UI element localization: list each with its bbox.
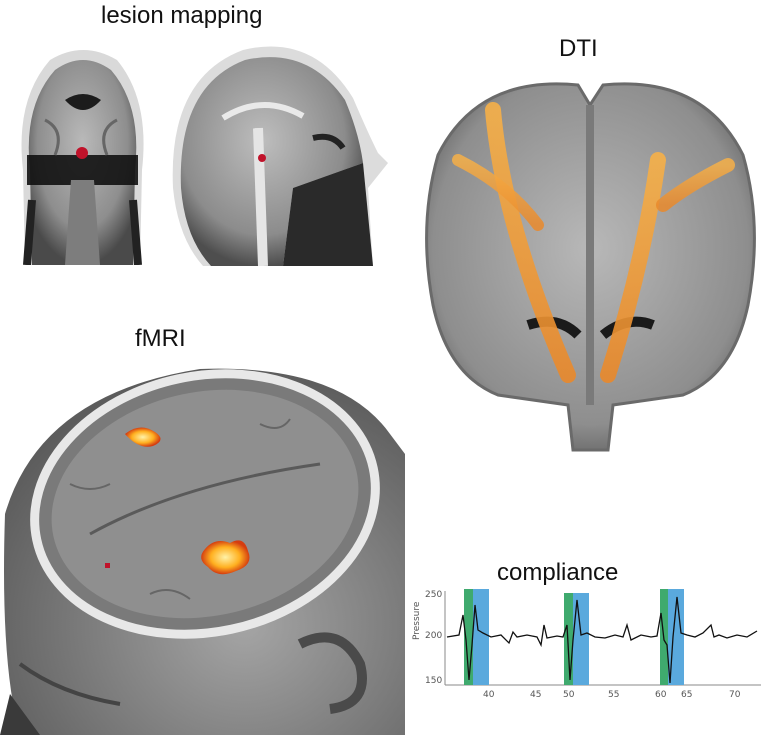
pressure-trace-line (446, 596, 758, 684)
x-tick-70: 70 (729, 690, 741, 700)
x-tick-65: 65 (681, 690, 692, 700)
compliance-chart: Pressure 250 200 150 40 45 50 55 60 65 7… (411, 585, 763, 707)
head-3d-render-icon (0, 368, 405, 735)
x-tick-60: 60 (655, 690, 667, 700)
lesion-coronal-image (5, 40, 160, 265)
brain-sagittal-slice-icon (163, 38, 393, 266)
compliance-title: compliance (497, 559, 619, 586)
x-tick-50: 50 (563, 690, 575, 700)
dti-title: DTI (559, 35, 598, 62)
brain-axial-dti-icon (425, 82, 756, 452)
y-tick-250: 250 (425, 590, 442, 600)
y-axis-label: Pressure (412, 601, 422, 640)
x-tick-55: 55 (608, 690, 619, 700)
y-tick-150: 150 (425, 676, 442, 686)
pressure-trace-icon: Pressure 250 200 150 40 45 50 55 60 65 7… (411, 585, 763, 707)
x-tick-40: 40 (483, 690, 495, 700)
fmri-image (0, 364, 405, 735)
dti-image (418, 75, 763, 455)
x-tick-45: 45 (530, 690, 541, 700)
brain-coronal-slice-icon (5, 40, 160, 265)
y-tick-200: 200 (425, 631, 442, 641)
shade-green-2 (564, 593, 573, 685)
fmri-title: fMRI (135, 325, 186, 352)
lesion-sagittal-image (163, 38, 393, 266)
shade-blue-1 (473, 589, 489, 685)
shade-blue-2 (573, 593, 589, 685)
shade-green-1 (464, 589, 473, 685)
lesion-mapping-title: lesion mapping (101, 2, 263, 29)
